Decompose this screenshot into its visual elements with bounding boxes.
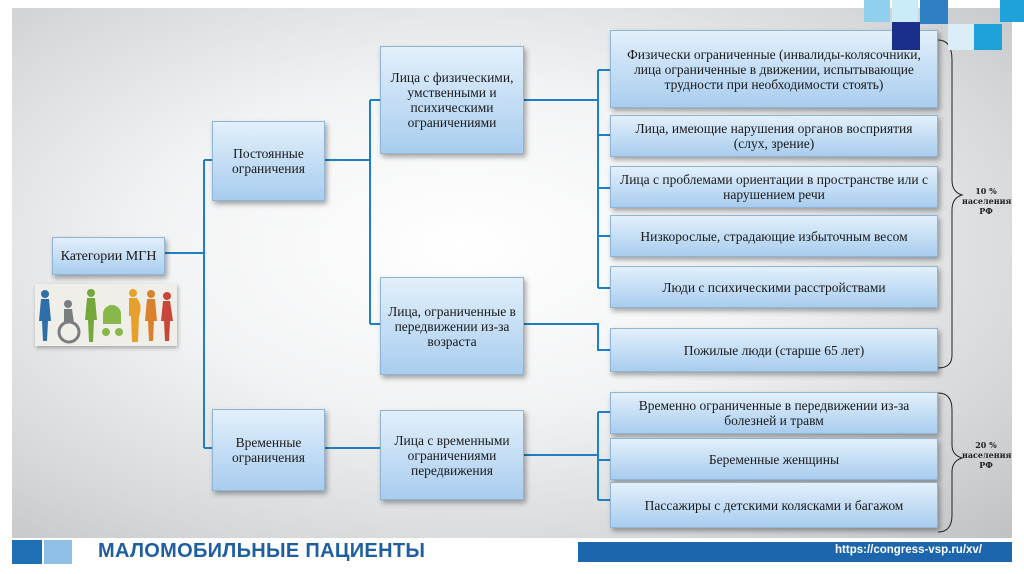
footer-url[interactable]: https://congress-vsp.ru/xv/ (835, 544, 982, 556)
root-node-label: Категории МГН (60, 248, 157, 264)
leaf-box-1: Физически ограниченные (инвалиды-колясоч… (610, 30, 938, 108)
permanent-limits-label: Постоянные ограничения (232, 146, 305, 176)
leaf-label-2: Лица, имеющие нарушения органов восприят… (635, 121, 913, 151)
brace-top-country: РФ (979, 206, 993, 216)
root-node-box: Категории МГН (52, 237, 165, 275)
brace-bottom-country: РФ (979, 460, 993, 470)
physical-mental-label: Лица с физическими, умственными и психич… (390, 70, 514, 130)
leaf-label-9: Пассажиры с детскими колясками и багажом (644, 497, 904, 513)
leaf-label-3: Лица с проблемами ориентации в пространс… (620, 172, 928, 202)
age-limited-label: Лица, ограниченные в передвижении из-за … (388, 303, 516, 349)
brace-top-word: населения (962, 196, 1012, 206)
leaf-label-8: Беременные женщины (708, 451, 840, 467)
brace-label-top: 10 % населения РФ (962, 186, 1012, 216)
leaf-label-5: Люди с психическими расстройствами (662, 279, 886, 295)
leaf-box-9: Пассажиры с детскими колясками и багажом (610, 482, 938, 528)
decor-square-3 (920, 0, 948, 24)
leaf-box-8: Беременные женщины (610, 438, 938, 480)
footer-title: МАЛОМОБИЛЬНЫЕ ПАЦИЕНТЫ (98, 540, 426, 562)
footer-accent-block (12, 540, 42, 564)
brace-bottom-percent: 20 % (975, 440, 997, 450)
decor-square-2 (892, 0, 918, 22)
footer-accent-block-light (44, 540, 72, 564)
leaf-box-7: Временно ограниченные в передвижении из-… (610, 392, 938, 434)
leaf-label-4: Низкорослые, страдающие избыточным весом (640, 228, 908, 244)
temp-limited-box: Лица с временными ограничениями передвиж… (380, 410, 524, 500)
physical-mental-box: Лица с физическими, умственными и психич… (380, 46, 524, 154)
permanent-limits-box: Постоянные ограничения (212, 121, 325, 201)
leaf-label-6: Пожилые люди (старше 65 лет) (683, 342, 865, 358)
brace-top-percent: 10 % (975, 186, 997, 196)
temporary-limits-label: Временные ограничения (232, 435, 305, 465)
brace-bottom-word: населения (962, 450, 1012, 460)
people-silhouettes-illustration (35, 284, 177, 346)
decor-square-4 (1000, 0, 1024, 22)
leaf-box-3: Лица с проблемами ориентации в пространс… (610, 166, 938, 208)
footer-url-bar (578, 542, 1012, 562)
temp-limited-label: Лица с временными ограничениями передвиж… (394, 432, 510, 478)
decor-square-7 (974, 24, 1002, 50)
age-limited-box: Лица, ограниченные в передвижении из-за … (380, 277, 524, 375)
leaf-box-6: Пожилые люди (старше 65 лет) (610, 328, 938, 372)
temporary-limits-box: Временные ограничения (212, 409, 325, 491)
leaf-box-4: Низкорослые, страдающие избыточным весом (610, 215, 938, 257)
leaf-label-7: Временно ограниченные в передвижении из-… (638, 398, 910, 428)
leaf-box-5: Люди с психическими расстройствами (610, 266, 938, 308)
leaf-label-1: Физически ограниченные (инвалиды-колясоч… (627, 46, 921, 92)
decor-square-6 (948, 24, 974, 50)
decor-square-1 (864, 0, 890, 22)
leaf-box-2: Лица, имеющие нарушения органов восприят… (610, 115, 938, 157)
decor-square-5 (892, 22, 920, 50)
brace-label-bottom: 20 % населения РФ (962, 440, 1012, 470)
